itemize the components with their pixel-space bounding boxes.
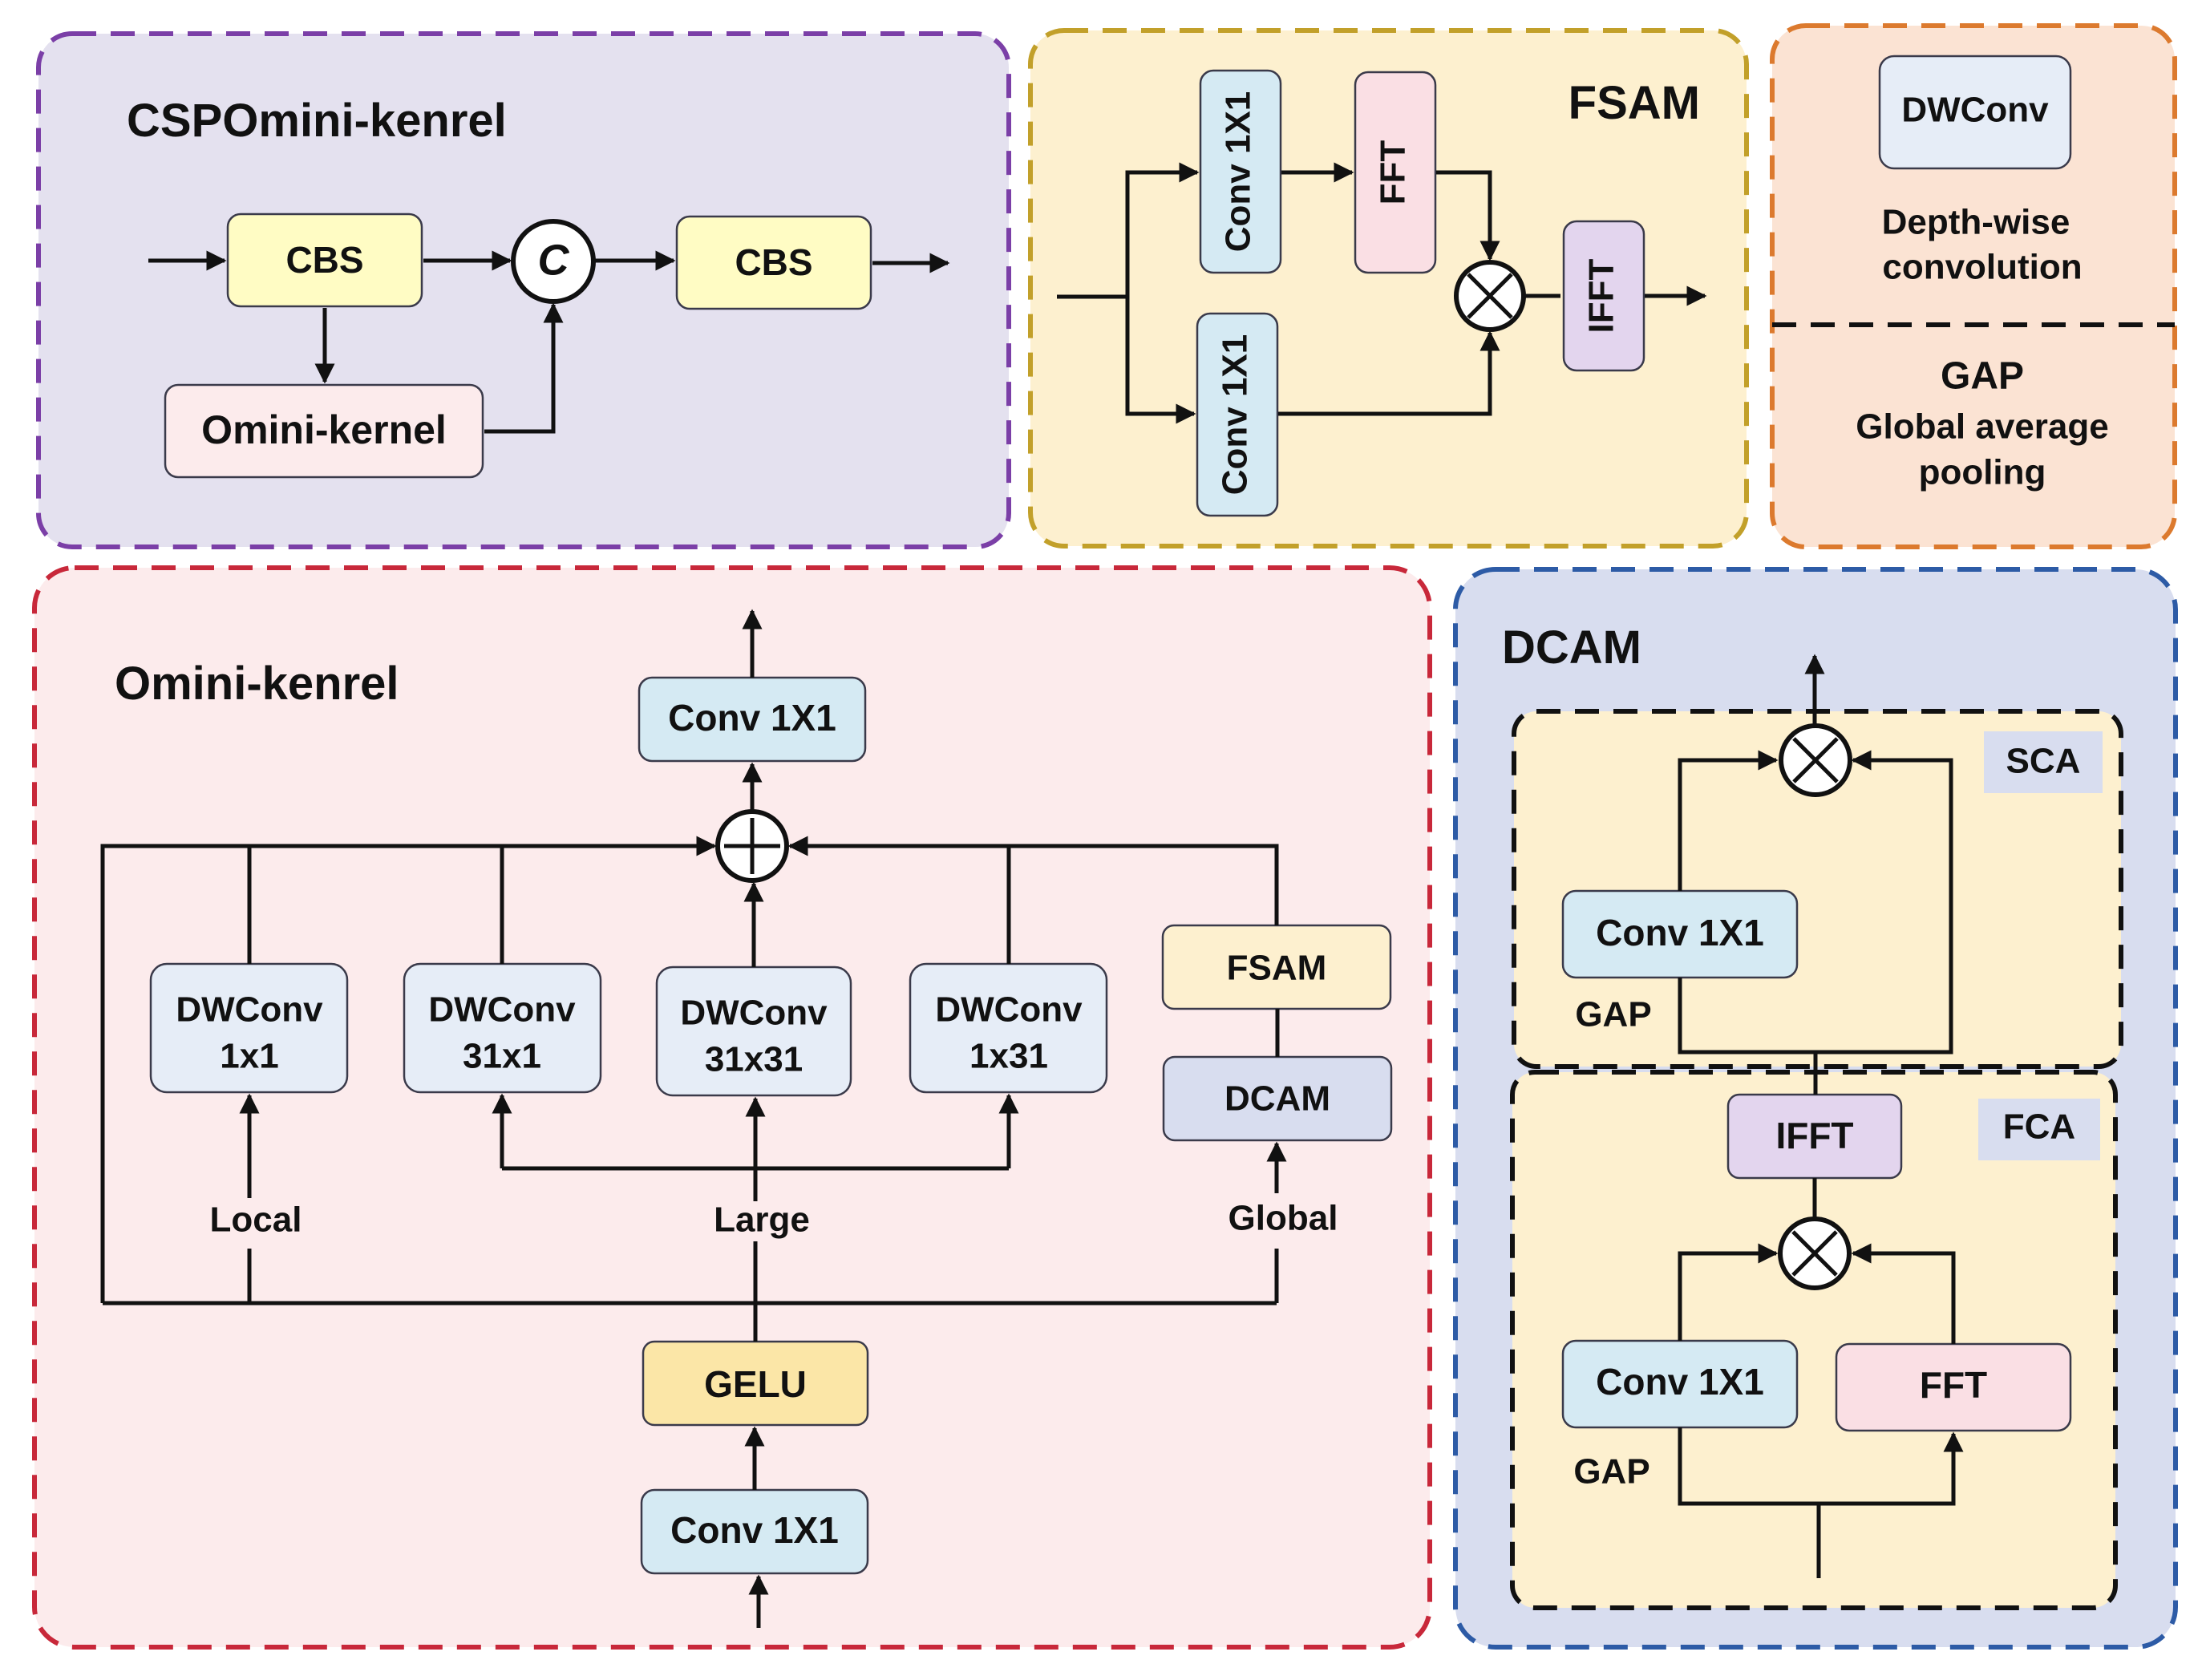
fsam-conv-bottom-block (1196, 312, 1279, 517)
omini-dcam-label: DCAM (1224, 1079, 1330, 1119)
legend-dwconv-desc-line1: Depth-wise (1882, 203, 2070, 242)
concat-symbol: C (538, 236, 570, 284)
fca-conv-label: Conv 1X1 (1596, 1361, 1764, 1403)
dcam-ifft-label: IFFT (1775, 1115, 1853, 1156)
fca-multiply-icon (1778, 1216, 1852, 1290)
fsam-connectors (1057, 162, 1707, 424)
dwconv-31x1-label-line2: 31x1 (463, 1037, 541, 1076)
fsam-ifft-label: IFFT (1582, 258, 1621, 333)
omini-conv-bottom-label: Conv 1X1 (670, 1509, 839, 1551)
gelu-label: GELU (704, 1363, 807, 1405)
csp-cbs-left-label: CBS (285, 239, 363, 281)
fsam-fft-block (1354, 71, 1437, 274)
csp-cbs-right-label: CBS (735, 241, 812, 283)
csp-cbs-right-block (675, 215, 872, 310)
dwconv-1x1-label-line2: 1x1 (220, 1037, 278, 1076)
fsam-conv-top-block (1199, 69, 1282, 274)
sca-conv-label: Conv 1X1 (1596, 912, 1764, 953)
sca-gap-label: GAP (1575, 995, 1651, 1034)
sca-tag-label: SCA (2006, 742, 2081, 781)
dwconv-1x31-label-line1: DWConv (935, 990, 1083, 1030)
csp-panel-title: CSPOmini-kenrel (127, 95, 507, 147)
branch-large-label: Large (714, 1200, 810, 1240)
dwconv-1x31-label-line2: 1x31 (969, 1037, 1048, 1076)
fca-gap-label: GAP (1573, 1452, 1649, 1492)
multiply-icon (1454, 260, 1526, 332)
dcam-panel: DCAM SCA Conv 1X1 GAP FCA IFFT Conv 1X1 … (1453, 567, 2178, 1650)
sca-multiply-icon (1779, 723, 1852, 797)
dwconv-1x1-label-line1: DWConv (176, 990, 323, 1030)
fsam-fft-label: FFT (1374, 140, 1413, 205)
legend-dwconv-label: DWConv (1901, 91, 2049, 130)
legend-gap-desc-line2: pooling (1919, 453, 2046, 492)
csp-panel: CSPOmini-kenrel CBS CBS Omini-kernel C (36, 31, 1011, 549)
omini-panel: Omini-kenrel Conv 1X1 DWConv 1x1 DWConv … (32, 565, 1432, 1650)
dwconv-31x1-label-line1: DWConv (428, 990, 576, 1030)
fsam-conv-bottom-label: Conv 1X1 (1216, 334, 1255, 496)
legend-gap-desc-line1: Global average (1856, 407, 2108, 447)
fsam-panel: FSAM Conv 1X1 FFT Conv 1X1 IFFT (1028, 28, 1749, 549)
omini-panel-title: Omini-kenrel (115, 658, 399, 710)
fsam-conv-top-label: Conv 1X1 (1219, 91, 1258, 253)
fca-tag-label: FCA (2003, 1107, 2075, 1147)
omini-conv-top-label: Conv 1X1 (668, 697, 836, 739)
legend-panel: DWConv Depth-wise convolution GAP Global… (1770, 23, 2177, 549)
csp-connectors (148, 250, 950, 434)
sum-icon (715, 809, 789, 883)
branch-global-label: Global (1229, 1199, 1338, 1238)
legend-dwconv-block (1878, 55, 2072, 170)
dcam-panel-title: DCAM (1502, 621, 1641, 674)
fsam-panel-title: FSAM (1569, 77, 1700, 129)
sca-tag-box (1984, 731, 2103, 793)
fca-tag-box (1978, 1099, 2100, 1160)
fsam-ifft-block (1562, 220, 1645, 372)
omini-fsam-label: FSAM (1227, 949, 1327, 988)
legend-gap-label: GAP (1941, 355, 2024, 398)
legend-dwconv-desc-line2: convolution (1882, 248, 2082, 287)
omini-panel-frame (32, 565, 1432, 1650)
branch-local-label: Local (210, 1200, 302, 1240)
omini-connectors (100, 609, 1287, 1628)
legend-panel-frame (1770, 23, 2177, 549)
csp-omini-kernel-label: Omini-kernel (201, 407, 447, 452)
dwconv-31x31-label-line1: DWConv (680, 994, 828, 1033)
csp-cbs-left-block (226, 213, 423, 308)
dwconv-31x31-label-line2: 31x31 (705, 1040, 803, 1079)
csp-omini-kernel-block (164, 383, 484, 479)
dcam-connectors (1678, 654, 1964, 1578)
fca-fft-label: FFT (1920, 1364, 1987, 1406)
concat-icon (511, 219, 596, 304)
